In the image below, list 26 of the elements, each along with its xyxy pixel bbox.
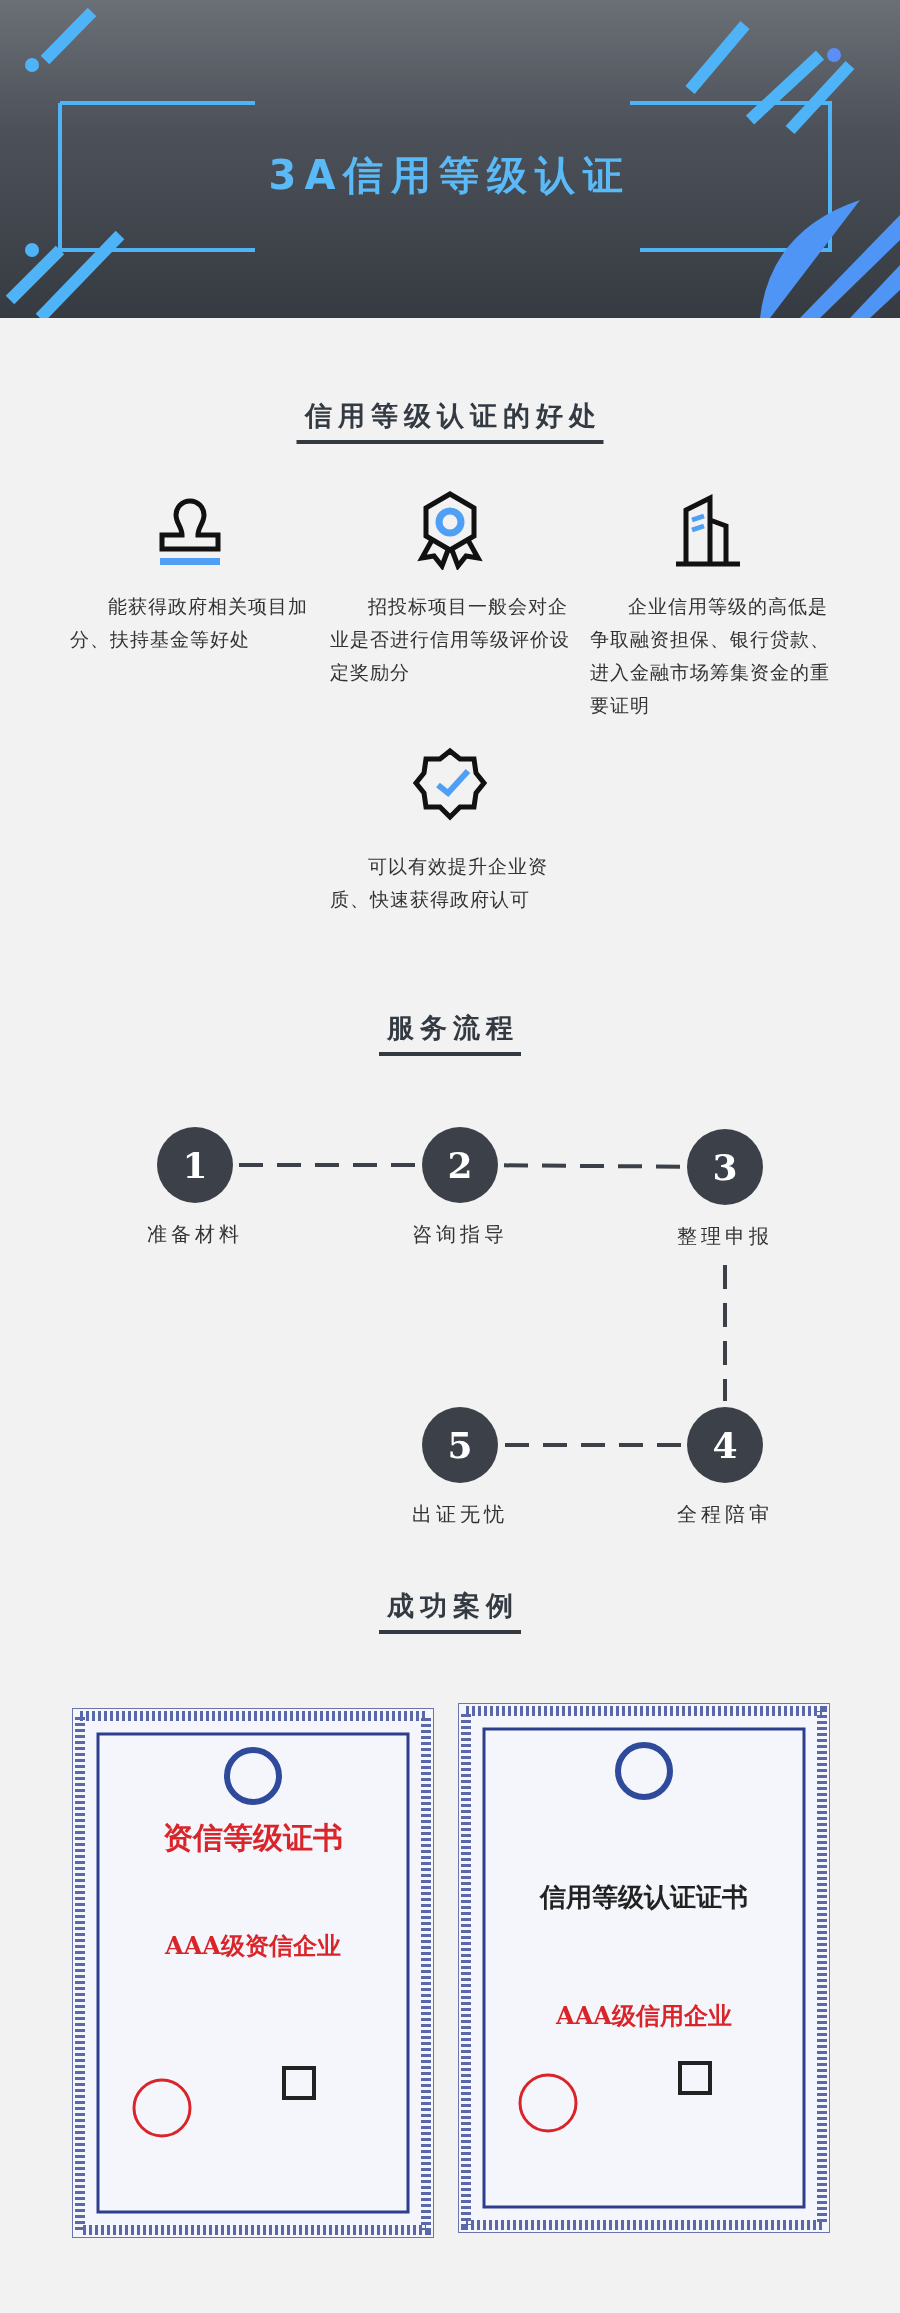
section-heading: 服务流程 [379,1010,521,1056]
step-circle: 3 [687,1129,763,1205]
benefit-text: 企业信用等级的高低是争取融资担保、银行贷款、进入金融市场筹集资金的重要证明 [590,594,831,718]
certificate-title: 资信等级证书 [163,1819,343,1857]
certificate-grade: AAA级资信企业 [165,1930,341,1962]
banner-title: 3A信用等级认证 [267,151,633,200]
certificate-title: 信用等级认证证书 [540,1881,748,1914]
benefit-text: 能获得政府相关项目加分、扶持基金等好处 [70,594,309,652]
dashed-connector [504,1163,681,1169]
section-heading: 成功案例 [379,1588,521,1634]
benefit-text: 招投标项目一般会对企业是否进行信用等级评价设定奖励分 [330,594,571,685]
dashed-connector [723,1265,727,1401]
step-circle: 2 [422,1127,498,1203]
step-circle: 5 [422,1407,498,1483]
section-heading: 信用等级认证的好处 [296,398,604,444]
dashed-connector [504,1443,681,1447]
dashed-connector [239,1163,416,1167]
step-label: 出证无忧 [412,1501,508,1528]
step-label: 整理申报 [677,1223,773,1250]
step-label: 咨询指导 [412,1221,508,1248]
step-circle: 4 [687,1407,763,1483]
step-label: 准备材料 [147,1221,243,1248]
step-circle: 1 [157,1127,233,1203]
step-label: 全程陪审 [677,1501,773,1528]
certificate-grade: AAA级信用企业 [556,2000,732,2032]
benefit-text: 可以有效提升企业资质、快速获得政府认可 [330,854,549,912]
